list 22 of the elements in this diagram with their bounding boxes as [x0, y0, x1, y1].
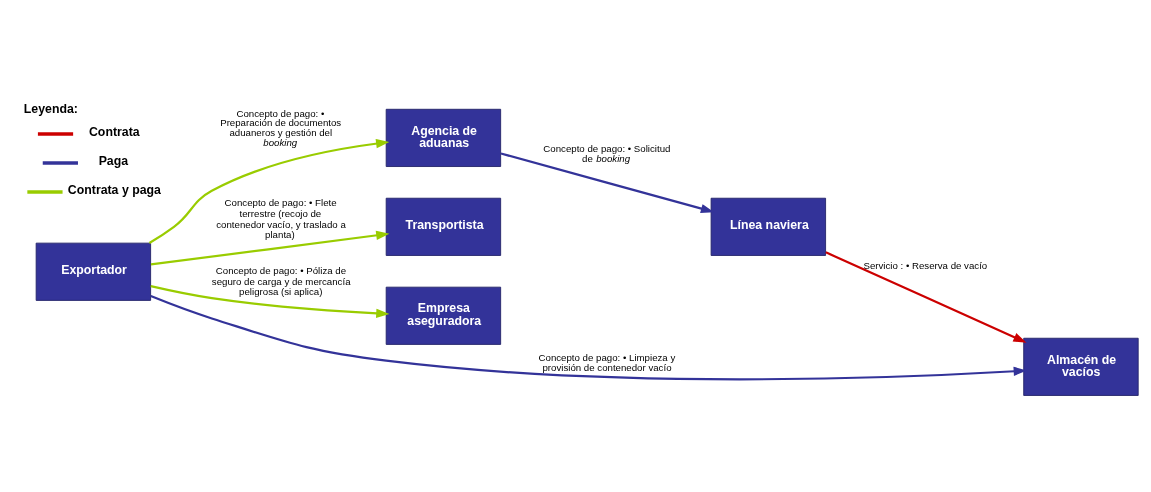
edge-label: Concepto de pago: • Flete terrestre (recojo de contenedor vacío, y traslado a planta): [216, 197, 346, 241]
legend-label: Contrata y paga: [67, 183, 161, 198]
legend-label: Paga: [98, 154, 129, 169]
edge-label: Concepto de pago: • Solicitud de booking: [543, 142, 671, 164]
label: Leyenda:: [23, 101, 78, 116]
arrow: [150, 295, 1027, 381]
node-box: Empresa aseguradora: [385, 286, 502, 345]
node-box: Almacén de vacíos: [1023, 337, 1139, 396]
node-box: Exportador: [35, 242, 152, 301]
arrow: [825, 251, 1027, 343]
edge-label: Servicio : • Reserva de vacío: [863, 259, 988, 271]
edge-label: Concepto de pago: • Póliza de seguro de carga y de mercancía peligrosa (si aplica): [211, 265, 351, 298]
arrow: [500, 152, 715, 214]
arrow: [148, 139, 390, 244]
legend-label: Contrata: [88, 125, 140, 140]
node-box: Transportista: [385, 197, 502, 256]
node-box: Agencia de aduanas: [385, 108, 502, 167]
edge-label: Concepto de pago: • Limpieza y provisión de contenedor vacío: [538, 351, 676, 374]
node-box: Línea naviera: [710, 197, 827, 256]
arrow: [150, 285, 390, 318]
arrow: [150, 230, 390, 266]
edge-label: Concepto de pago: • Preparación de documentos aduaneros y gestión del booking: [220, 107, 342, 148]
